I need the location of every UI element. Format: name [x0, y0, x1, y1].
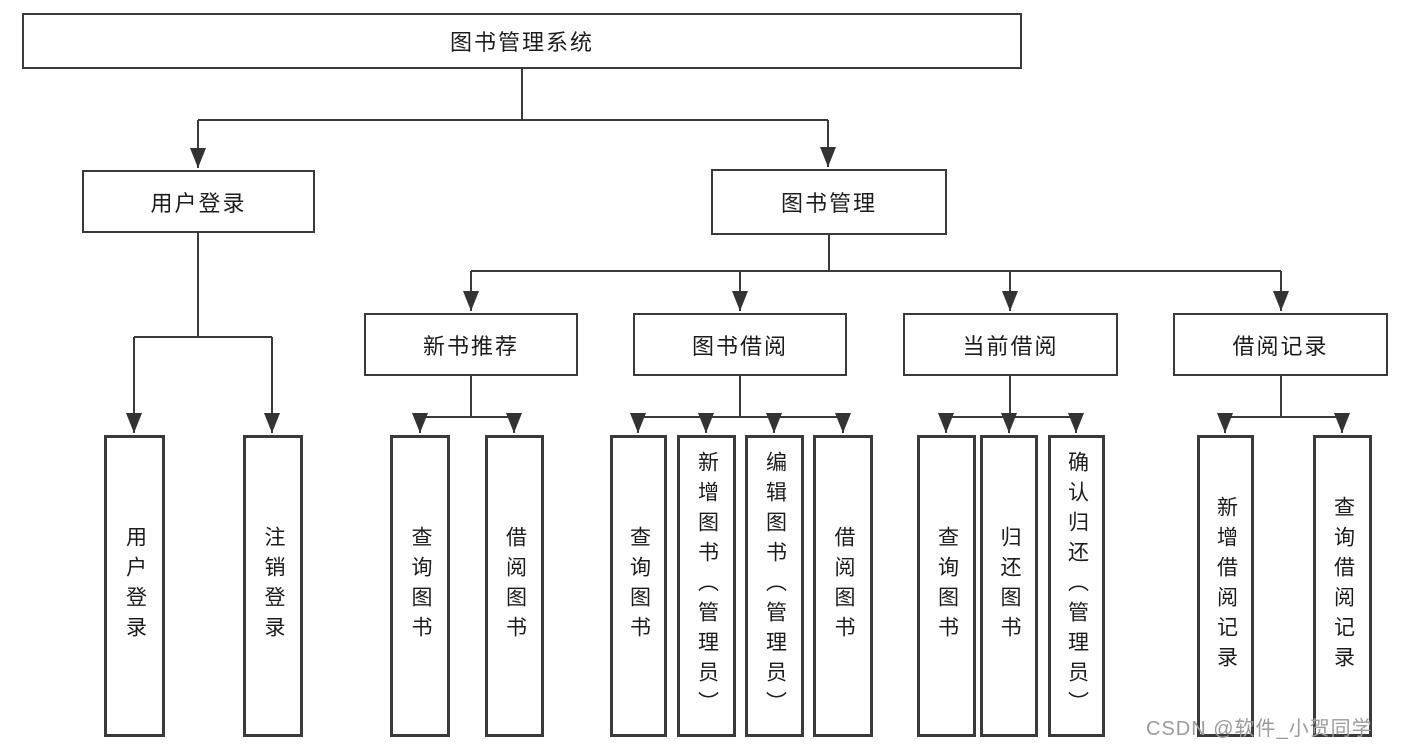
leaf-logout: 注销登录	[243, 435, 303, 737]
leaf-borrow-books: 借阅图书	[813, 435, 873, 737]
node-user-login: 用户登录	[82, 170, 315, 233]
connector-book-borrow-branch	[630, 376, 851, 433]
node-library-management-system: 图书管理系统	[22, 13, 1022, 69]
leaf-return-books: 归还图书	[980, 435, 1038, 737]
leaf-add-books-admin: 新增图书（管理员）	[677, 435, 736, 737]
node-new-book-recommend: 新书推荐	[364, 313, 578, 376]
csdn-watermark: CSDN @软件_小贺同学	[1146, 718, 1373, 740]
connector-new-book-branch	[412, 376, 522, 433]
leaf-query-borrow-record: 查询借阅记录	[1313, 435, 1372, 737]
leaf-query-books-current: 查询图书	[917, 435, 976, 737]
leaf-borrow-books-recommend: 借阅图书	[485, 435, 544, 737]
leaf-edit-books-admin: 编辑图书（管理员）	[745, 435, 804, 737]
connector-root-to-level2	[190, 69, 836, 168]
connector-book-management-branch	[463, 235, 1289, 311]
node-book-management: 图书管理	[711, 169, 947, 235]
node-borrow-records: 借阅记录	[1173, 313, 1388, 376]
node-book-borrow: 图书借阅	[633, 313, 847, 376]
leaf-query-books-recommend: 查询图书	[390, 435, 450, 737]
leaf-add-borrow-record: 新增借阅记录	[1197, 435, 1254, 737]
leaf-confirm-return-admin: 确认归还（管理员）	[1048, 435, 1105, 737]
leaf-query-books-borrow: 查询图书	[610, 435, 667, 737]
connector-current-borrow-branch	[938, 376, 1084, 433]
connector-user-login-branch	[126, 233, 280, 433]
connector-borrow-records-branch	[1217, 376, 1350, 433]
node-current-borrow: 当前借阅	[903, 313, 1118, 376]
leaf-user-login: 用户登录	[104, 435, 165, 737]
